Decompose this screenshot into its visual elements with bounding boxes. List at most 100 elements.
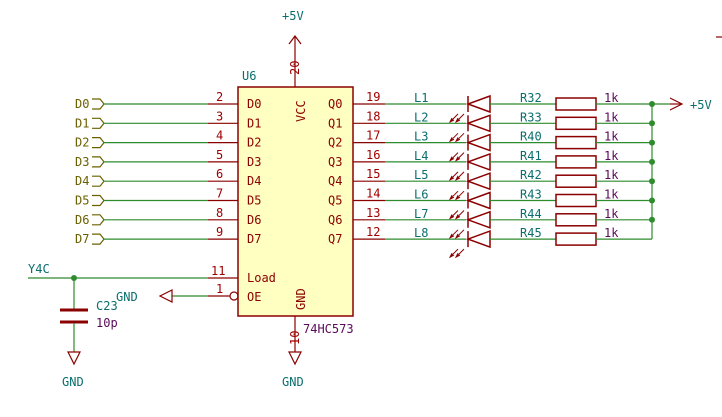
led-emit-arrow-icon [454, 190, 465, 201]
led-icon[interactable] [465, 172, 491, 191]
input-port-icon[interactable] [92, 98, 105, 110]
input-net-label: D0 [75, 97, 89, 111]
led-emit-arrow-icon [454, 132, 465, 143]
input-pin-number: 9 [216, 225, 223, 239]
led-icon[interactable] [465, 230, 491, 249]
vcc-pin-number: 20 [288, 61, 302, 75]
output-pin-number: 18 [366, 109, 380, 123]
resistor-ref: R42 [520, 168, 542, 182]
input-pin-number: 5 [216, 148, 223, 162]
input-pin-label: D4 [247, 174, 261, 188]
input-pin-label: D5 [247, 194, 261, 208]
resistor-value: 1k [604, 110, 619, 124]
gnd-bottom-label: GND [282, 375, 304, 389]
input-port-icon[interactable] [92, 156, 105, 168]
resistor-icon[interactable] [555, 213, 597, 227]
led-ref: L2 [414, 110, 428, 124]
input-port-icon[interactable] [92, 233, 105, 245]
bus-junction [649, 158, 655, 165]
input-net-label: D6 [75, 213, 89, 227]
input-net-label: D4 [75, 174, 89, 188]
led-icon[interactable] [465, 114, 491, 133]
load-pin-number: 11 [211, 264, 225, 278]
led-emit-arrow-icon [448, 152, 459, 162]
input-pin-number: 2 [216, 90, 223, 104]
input-port-icon[interactable] [92, 117, 105, 129]
led-icon[interactable] [465, 133, 491, 152]
led-icon[interactable] [465, 94, 491, 114]
led-emit-arrow-icon [448, 190, 459, 201]
led-emit-arrow-icon [454, 152, 465, 162]
led-ref: L3 [414, 130, 428, 144]
led-emit-arrow-icon [448, 132, 459, 143]
chip-body[interactable] [237, 86, 354, 317]
input-port-icon[interactable] [92, 214, 105, 226]
input-pin-label: D0 [247, 97, 261, 111]
input-port-icon[interactable] [92, 194, 105, 207]
input-port-icon[interactable] [92, 137, 105, 149]
resistor-value: 1k [604, 226, 619, 240]
input-net-label: D7 [75, 232, 89, 246]
led-emit-arrow-icon [448, 210, 459, 220]
resistor-icon[interactable] [555, 116, 597, 131]
output-pin-label: Q1 [328, 116, 342, 130]
input-pin-label: D1 [247, 116, 261, 130]
input-net-label: D2 [75, 136, 89, 150]
output-pin-label: Q5 [328, 194, 342, 208]
power-right-label: +5V [690, 98, 712, 112]
resistor-icon[interactable] [555, 174, 597, 188]
gnd-cap-label: GND [62, 375, 84, 389]
input-net-label: D5 [75, 194, 89, 208]
input-pin-label: D7 [247, 232, 261, 246]
led-emit-arrow-icon [454, 210, 465, 220]
output-pin-number: 15 [366, 167, 380, 181]
input-pin-number: 7 [216, 187, 223, 201]
led-icon[interactable] [465, 210, 491, 229]
bus-junction [649, 101, 655, 107]
resistor-icon[interactable] [555, 155, 597, 169]
input-pin-number: 8 [216, 206, 223, 220]
input-pin-number: 6 [216, 167, 223, 181]
led-emit-arrow-icon [454, 171, 465, 182]
bus-junction [649, 120, 655, 127]
led-ref: L1 [414, 91, 428, 105]
led-emit-arrow-icon [454, 113, 465, 124]
resistor-ref: R41 [520, 149, 542, 163]
load-pin-label: Load [247, 271, 276, 285]
gnd-bottom-icon [288, 351, 302, 366]
input-port-icon[interactable] [92, 175, 105, 187]
output-pin-label: Q4 [328, 174, 342, 188]
led-icon[interactable] [465, 152, 491, 171]
bus-junction [649, 216, 655, 223]
led-emit-arrow-icon [448, 248, 459, 259]
resistor-icon[interactable] [555, 232, 597, 246]
input-pin-number: 4 [216, 129, 223, 143]
led-emit-arrow-icon [448, 113, 459, 124]
resistor-value: 1k [604, 130, 619, 144]
input-net-label: D1 [75, 116, 89, 130]
resistor-icon[interactable] [555, 193, 597, 208]
led-emit-arrow-icon [448, 229, 459, 239]
resistor-value: 1k [604, 149, 619, 163]
vcc-pin-label: VCC [294, 100, 308, 122]
resistor-ref: R32 [520, 91, 542, 105]
output-pin-number: 14 [366, 187, 380, 201]
led-icon[interactable] [465, 191, 491, 210]
resistor-icon[interactable] [555, 97, 597, 111]
resistor-ref: R40 [520, 130, 542, 144]
chip-part: 74HC573 [303, 322, 354, 336]
power-top-label: +5V [282, 9, 304, 23]
resistor-icon[interactable] [555, 135, 597, 150]
output-pin-label: Q3 [328, 155, 342, 169]
bus-junction [649, 197, 655, 204]
